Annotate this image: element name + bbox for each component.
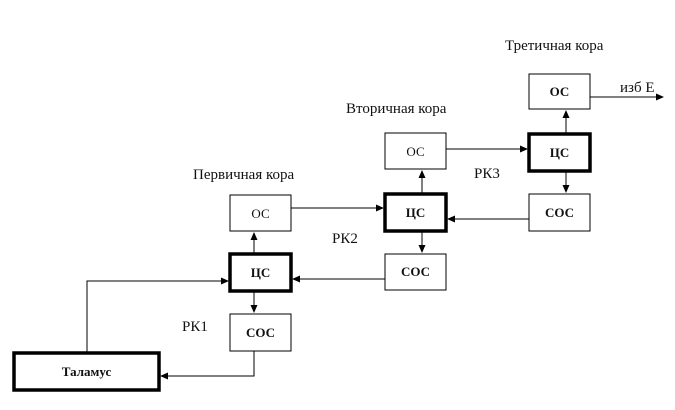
svg-text:СОС: СОС: [401, 264, 430, 279]
relay-label-rk1: РК1: [182, 319, 208, 335]
relay-label-rk3: РК3: [474, 166, 500, 182]
svg-text:ОС: ОС: [251, 206, 269, 221]
primary-os-block: ОС: [229, 194, 292, 232]
tertiary-sos-block: СОС: [528, 193, 591, 232]
svg-text:Таламус: Таламус: [62, 364, 112, 379]
svg-text:ЦС: ЦС: [251, 265, 271, 280]
output-label: изб Е: [620, 80, 655, 96]
heading-secondary-cortex: Вторичная кора: [346, 101, 447, 117]
secondary-os-block: ОС: [384, 132, 447, 170]
svg-text:ЦС: ЦС: [406, 205, 426, 220]
svg-text:ОС: ОС: [406, 144, 424, 159]
svg-text:ОС: ОС: [550, 84, 570, 99]
tertiary-cs-block: ЦС: [527, 132, 592, 173]
arrow-thalamus-to-primary-cs: [86, 277, 229, 353]
svg-text:СОС: СОС: [545, 205, 574, 220]
relay-label-rk2: РК2: [332, 231, 358, 247]
thalamus-block: Таламус: [12, 351, 161, 392]
primary-cs-block: ЦС: [228, 252, 293, 293]
heading-primary-cortex: Первичная кора: [193, 167, 295, 183]
arrow-primary-sos-to-thalamus: [160, 351, 255, 380]
primary-sos-block: СОС: [229, 313, 292, 352]
secondary-sos-block: СОС: [384, 253, 447, 291]
connectors: [86, 93, 664, 380]
secondary-cs-block: ЦС: [383, 192, 448, 233]
svg-text:СОС: СОС: [246, 325, 275, 340]
svg-text:ЦС: ЦС: [550, 145, 570, 160]
heading-tertiary-cortex: Третичная кора: [505, 38, 604, 54]
tertiary-os-block: ОС: [528, 73, 591, 110]
